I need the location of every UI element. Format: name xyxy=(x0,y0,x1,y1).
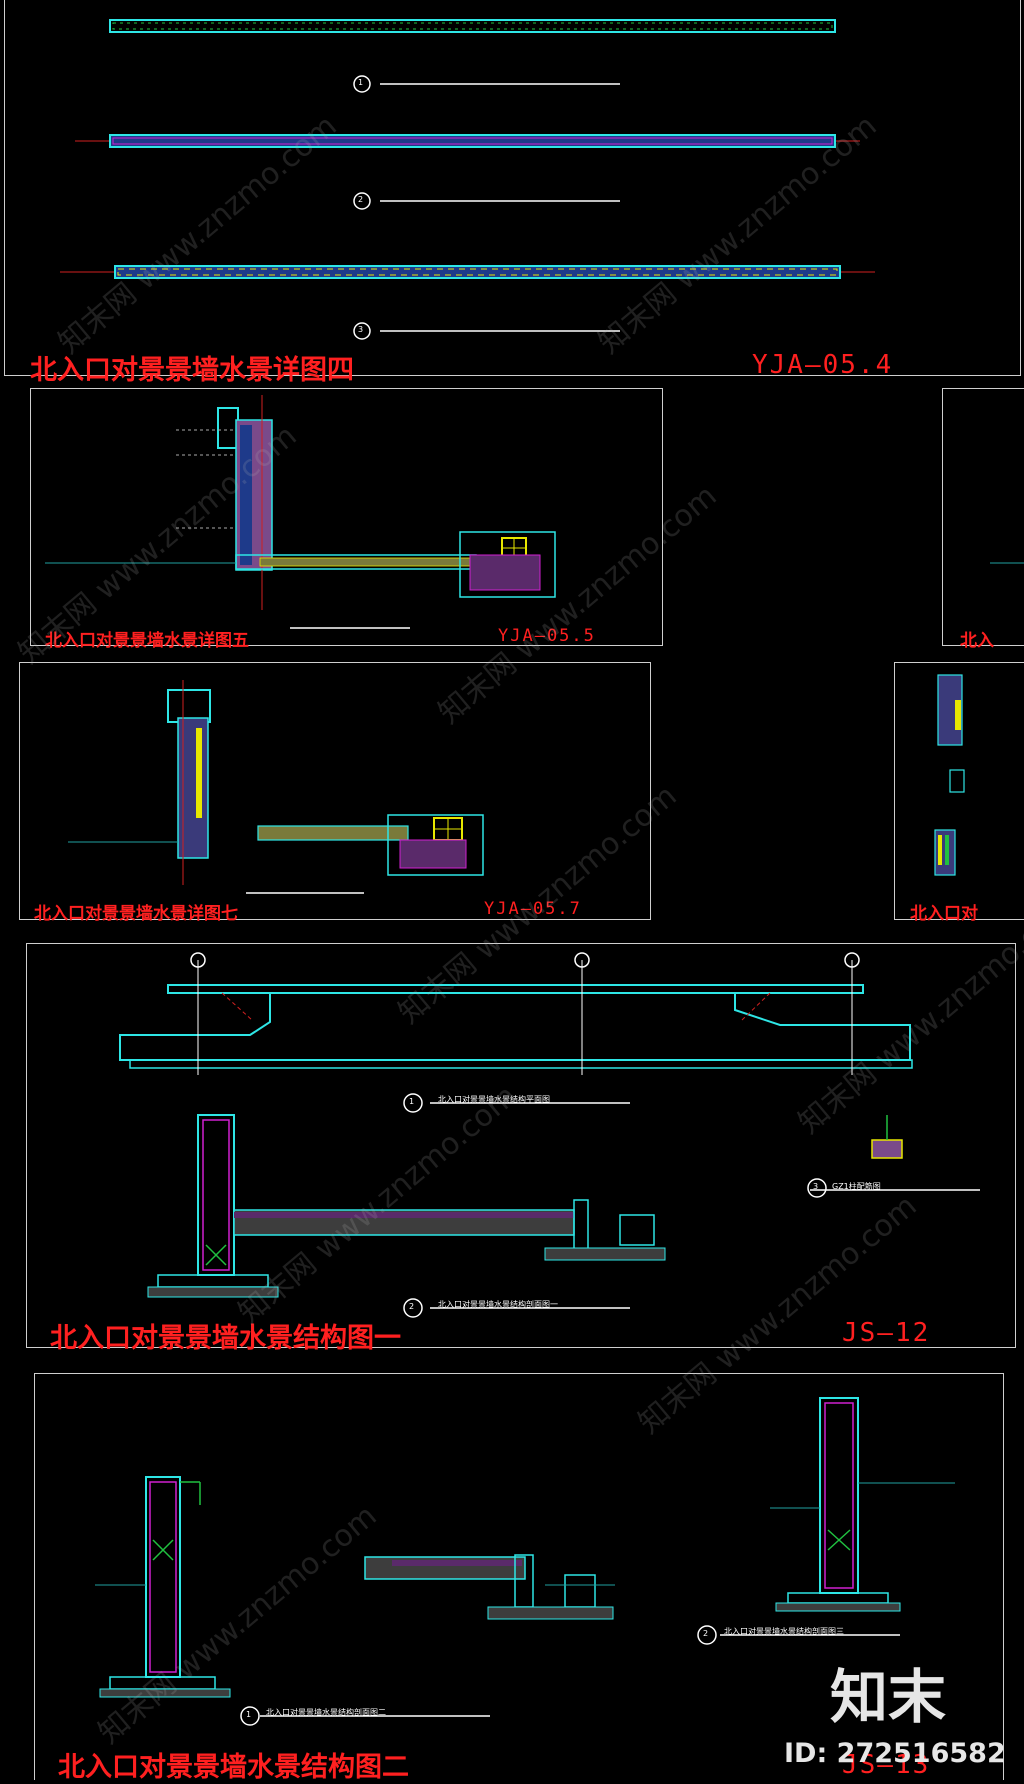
callout-circles xyxy=(190,75,860,1726)
callout-s2-1: 1 xyxy=(246,1710,252,1719)
callout-d4-3: 3 xyxy=(358,325,364,334)
code-detail4: YJA—05.4 xyxy=(752,350,894,380)
title-detail5: 北入口对景景墙水景详图五 xyxy=(45,631,249,651)
detail8-drawing xyxy=(934,674,965,876)
detail7-drawing xyxy=(68,680,484,894)
sheet-detail7 xyxy=(19,662,651,920)
caption-struct1-gz1: GZ1柱配筋图 xyxy=(832,1182,881,1191)
code-struct1: JS—12 xyxy=(842,1318,931,1348)
callout-s1-1: 1 xyxy=(409,1097,415,1106)
title-struct1: 北入口对景景墙水景结构图一 xyxy=(50,1323,401,1354)
struct2-drawing xyxy=(95,1397,955,1717)
code-detail5: YJA—05.5 xyxy=(498,626,596,646)
title-detail4: 北入口对景景墙水景详图四 xyxy=(30,355,354,386)
detail4-drawing xyxy=(60,19,875,332)
caption-struct2-section2: 北入口对景景墙水景结构剖面图二 xyxy=(266,1708,386,1717)
callout-d4-2: 2 xyxy=(358,195,364,204)
sheet-detail6 xyxy=(942,388,1024,646)
callout-s1-3: 3 xyxy=(813,1182,819,1191)
code-detail7: YJA—05.7 xyxy=(484,899,582,919)
title-detail7: 北入口对景景墙水景详图七 xyxy=(34,904,238,924)
title-detail8: 北入口对 xyxy=(910,904,978,924)
callout-s2-2: 2 xyxy=(703,1629,709,1638)
caption-struct2-section3: 北入口对景景墙水景结构剖面图三 xyxy=(724,1627,844,1636)
sheet-detail5 xyxy=(30,388,663,646)
brand-id: ID: 272516582 xyxy=(784,1738,1006,1769)
caption-struct1-plan: 北入口对景景墙水景结构平面图 xyxy=(438,1095,550,1104)
code-struct2: JS—13 xyxy=(842,1750,931,1780)
callout-d4-1: 1 xyxy=(358,78,364,87)
sheet-detail4 xyxy=(4,0,1021,376)
sheet-struct2 xyxy=(34,1373,1004,1780)
sheet-detail8 xyxy=(894,662,1024,920)
title-struct2: 北入口对景景墙水景结构图二 xyxy=(58,1752,409,1783)
struct1-drawing xyxy=(119,960,980,1309)
callout-s1-2: 2 xyxy=(409,1302,415,1311)
sheet-struct1 xyxy=(26,943,1016,1348)
brand-logo: 知末 xyxy=(830,1663,947,1731)
caption-struct1-section1: 北入口对景景墙水景结构剖面图一 xyxy=(438,1300,558,1309)
title-detail6: 北入 xyxy=(960,631,994,651)
detail5-drawing xyxy=(45,395,556,629)
